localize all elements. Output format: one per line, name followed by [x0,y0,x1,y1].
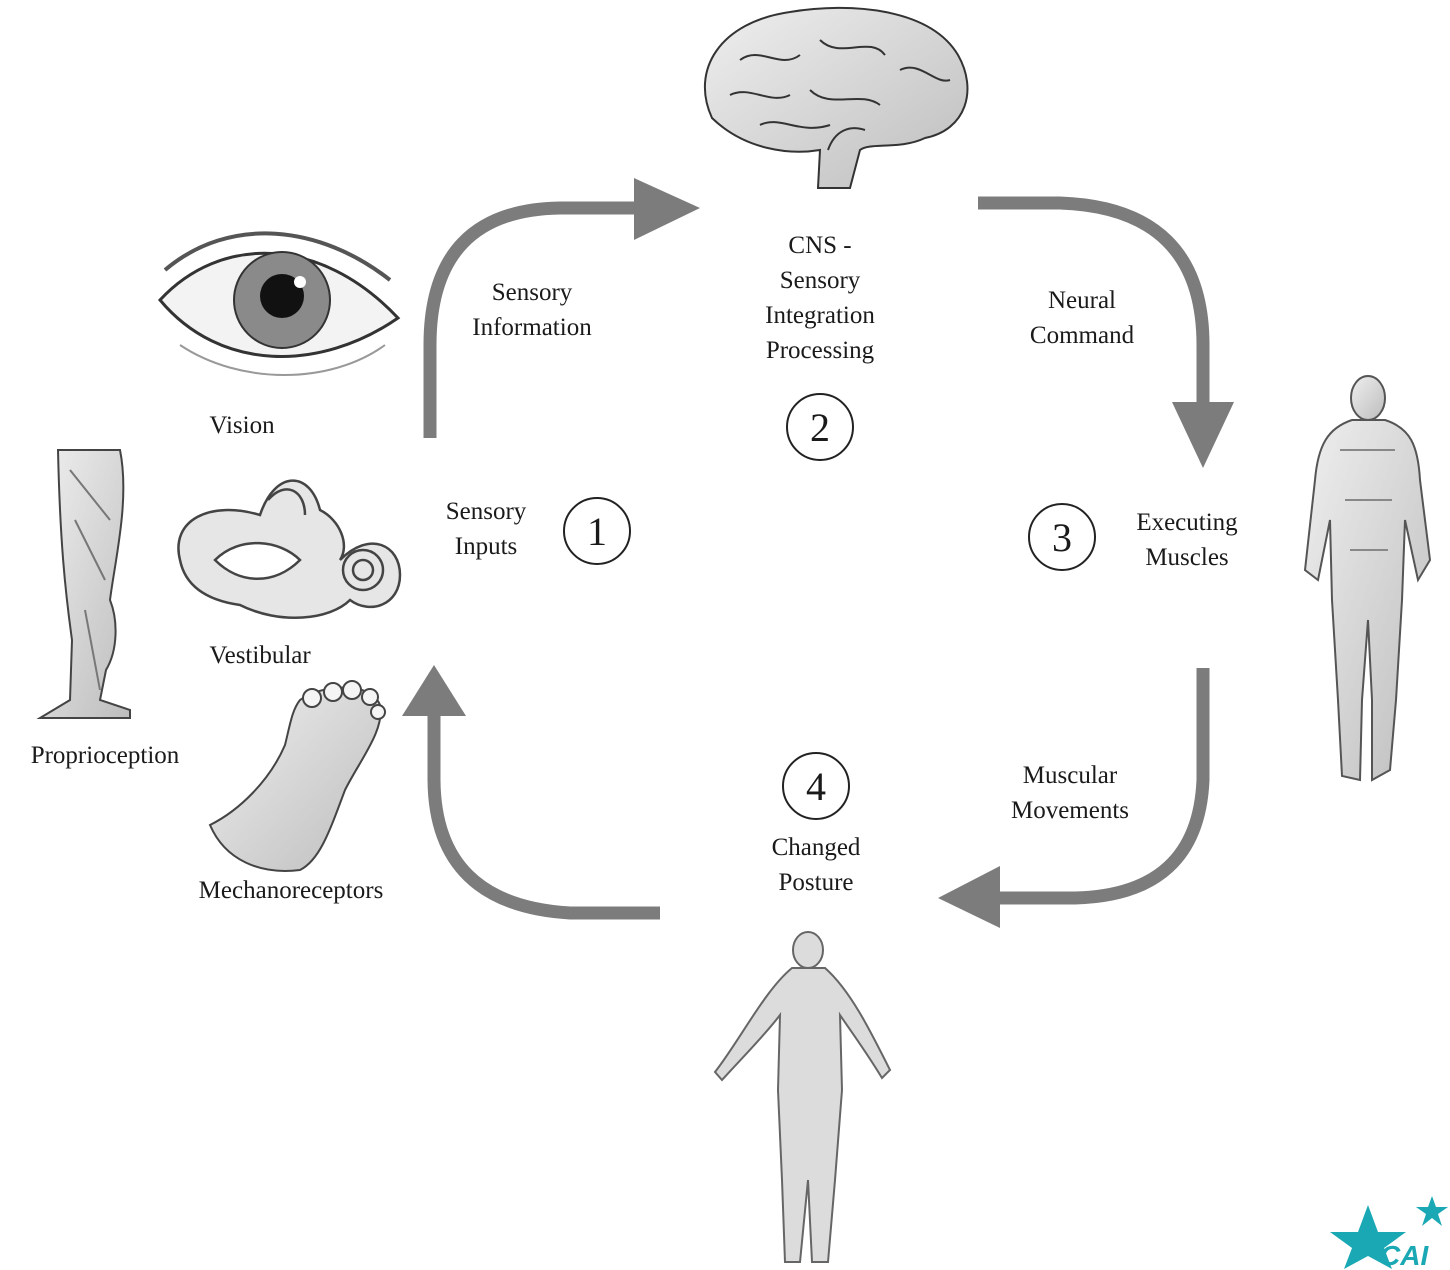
step-4-label: Changed Posture [746,830,886,900]
step-2-label-line-1: CNS - [740,228,900,263]
standing-body-icon [715,932,890,1262]
arrow-label-2-line-1: Neural [1012,283,1152,318]
eye-icon [160,233,398,375]
arrow-posture-feedback [434,715,660,913]
step-2-circle: 2 [786,393,854,461]
arrow-label-1-line-1: Sensory [452,275,612,310]
step-3-label-line-1: Executing [1112,505,1262,540]
brain-icon [705,8,968,188]
logo-text: CAI [1380,1242,1450,1270]
leg-icon [40,450,130,718]
foot-icon [210,681,385,871]
step-1-number: 1 [587,508,607,555]
vestibular-label: Vestibular [190,638,330,673]
arrow-label-sensory-information: Sensory Information [452,275,612,345]
step-2-label-line-4: Processing [740,333,900,368]
step-1-label-line-2: Inputs [426,529,546,564]
step-2-number: 2 [810,404,830,451]
step-4-circle: 4 [782,752,850,820]
step-1-label: Sensory Inputs [426,494,546,564]
step-3-label-line-2: Muscles [1112,540,1262,575]
arrowhead-sensory-information [634,178,700,240]
arrow-label-2-line-2: Command [1012,318,1152,353]
step-2-label: CNS - Sensory Integration Processing [740,228,900,368]
vision-label: Vision [182,408,302,443]
arrow-label-3-line-1: Muscular [995,758,1145,793]
arrowhead-posture-feedback [402,665,466,716]
step-2-label-line-3: Integration [740,298,900,333]
step-4-label-line-2: Posture [746,865,886,900]
step-3-label: Executing Muscles [1112,505,1262,575]
mechanoreceptors-label: Mechanoreceptors [176,873,406,908]
step-2-label-line-2: Sensory [740,263,900,298]
step-1-label-line-1: Sensory [426,494,546,529]
arrow-label-1-line-2: Information [452,310,612,345]
step-4-label-line-1: Changed [746,830,886,865]
proprioception-label: Proprioception [12,738,198,773]
step-1-circle: 1 [563,497,631,565]
step-4-number: 4 [806,763,826,810]
step-3-circle: 3 [1028,503,1096,571]
arrowhead-muscular-movements [938,866,1000,928]
arrow-label-neural-command: Neural Command [1012,283,1152,353]
arrow-label-muscular-movements: Muscular Movements [995,758,1145,828]
arrow-label-3-line-2: Movements [995,793,1145,828]
muscle-body-icon [1305,376,1430,780]
arrowhead-neural-command [1172,402,1234,468]
step-3-number: 3 [1052,514,1072,561]
inner-ear-icon [178,481,400,618]
